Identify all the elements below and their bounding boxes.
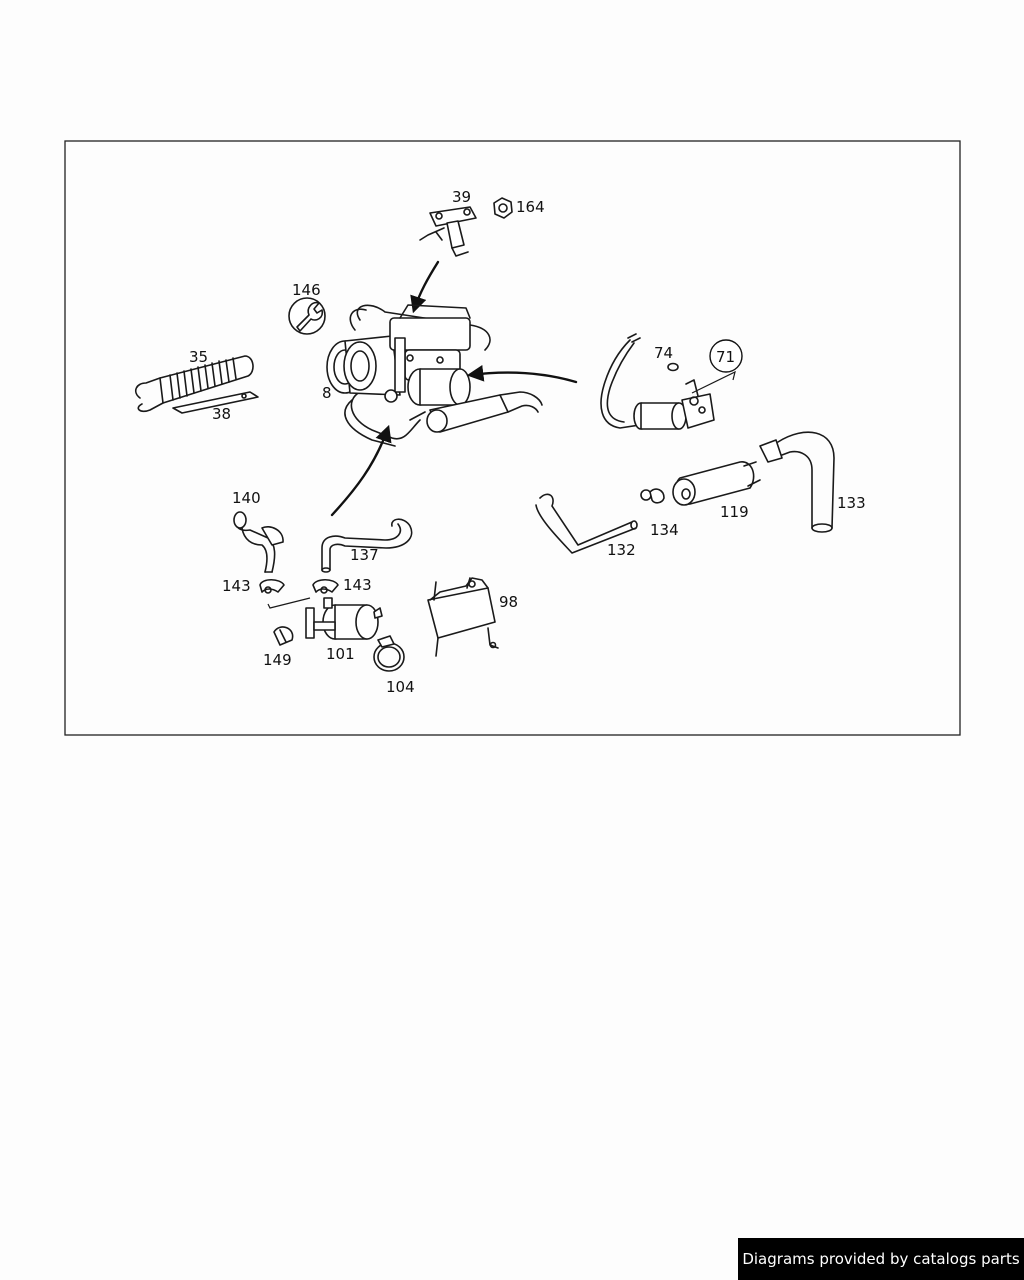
part-143-clamp-left[interactable] bbox=[259, 578, 285, 594]
part-132-hose[interactable] bbox=[535, 493, 638, 554]
part-8-main-assembly[interactable] bbox=[326, 304, 543, 447]
footer-credit: Diagrams provided by catalogs parts bbox=[738, 1238, 1024, 1280]
part-101-filter[interactable] bbox=[267, 597, 383, 640]
part-98-heat-shield[interactable] bbox=[427, 577, 499, 657]
part-74-washer[interactable] bbox=[667, 362, 679, 372]
part-104-hose-clamp[interactable] bbox=[373, 635, 405, 672]
part-143-clamp-right[interactable] bbox=[312, 578, 339, 594]
callout-132: 132 bbox=[607, 541, 636, 559]
callout-71-circle bbox=[709, 339, 743, 373]
callout-137: 137 bbox=[350, 546, 379, 564]
part-137-hose[interactable] bbox=[321, 518, 413, 573]
callout-38: 38 bbox=[212, 405, 231, 423]
part-71-air-pump[interactable] bbox=[600, 333, 736, 430]
callout-146: 146 bbox=[292, 281, 321, 299]
wrench-icon[interactable] bbox=[288, 297, 326, 335]
part-133-pipe[interactable] bbox=[759, 431, 835, 533]
part-134-clamp[interactable] bbox=[640, 488, 665, 504]
callout-164: 164 bbox=[516, 198, 545, 216]
diagram-frame bbox=[64, 140, 961, 736]
callout-8: 8 bbox=[322, 384, 332, 402]
callout-104: 104 bbox=[386, 678, 415, 696]
callout-71: 71 bbox=[716, 348, 735, 366]
part-164-nut[interactable] bbox=[493, 197, 513, 219]
part-149-clip[interactable] bbox=[273, 626, 294, 646]
callout-98: 98 bbox=[499, 593, 518, 611]
callout-35: 35 bbox=[189, 348, 208, 366]
callout-149: 149 bbox=[263, 651, 292, 669]
part-39-bracket[interactable] bbox=[419, 206, 477, 257]
part-35-corrugated-hose[interactable] bbox=[134, 355, 254, 413]
callout-143-left: 143 bbox=[222, 577, 251, 595]
part-140-hose[interactable] bbox=[233, 511, 284, 573]
footer-credit-text: Diagrams provided by catalogs parts bbox=[742, 1250, 1020, 1268]
callout-74: 74 bbox=[654, 344, 673, 362]
part-38-plate[interactable] bbox=[172, 391, 259, 414]
callout-119: 119 bbox=[720, 503, 749, 521]
callout-134: 134 bbox=[650, 521, 679, 539]
callout-143-right: 143 bbox=[343, 576, 372, 594]
callout-101: 101 bbox=[326, 645, 355, 663]
callout-39: 39 bbox=[452, 188, 471, 206]
callout-133: 133 bbox=[837, 494, 866, 512]
callout-140: 140 bbox=[232, 489, 261, 507]
part-119-muffler[interactable] bbox=[672, 461, 761, 506]
